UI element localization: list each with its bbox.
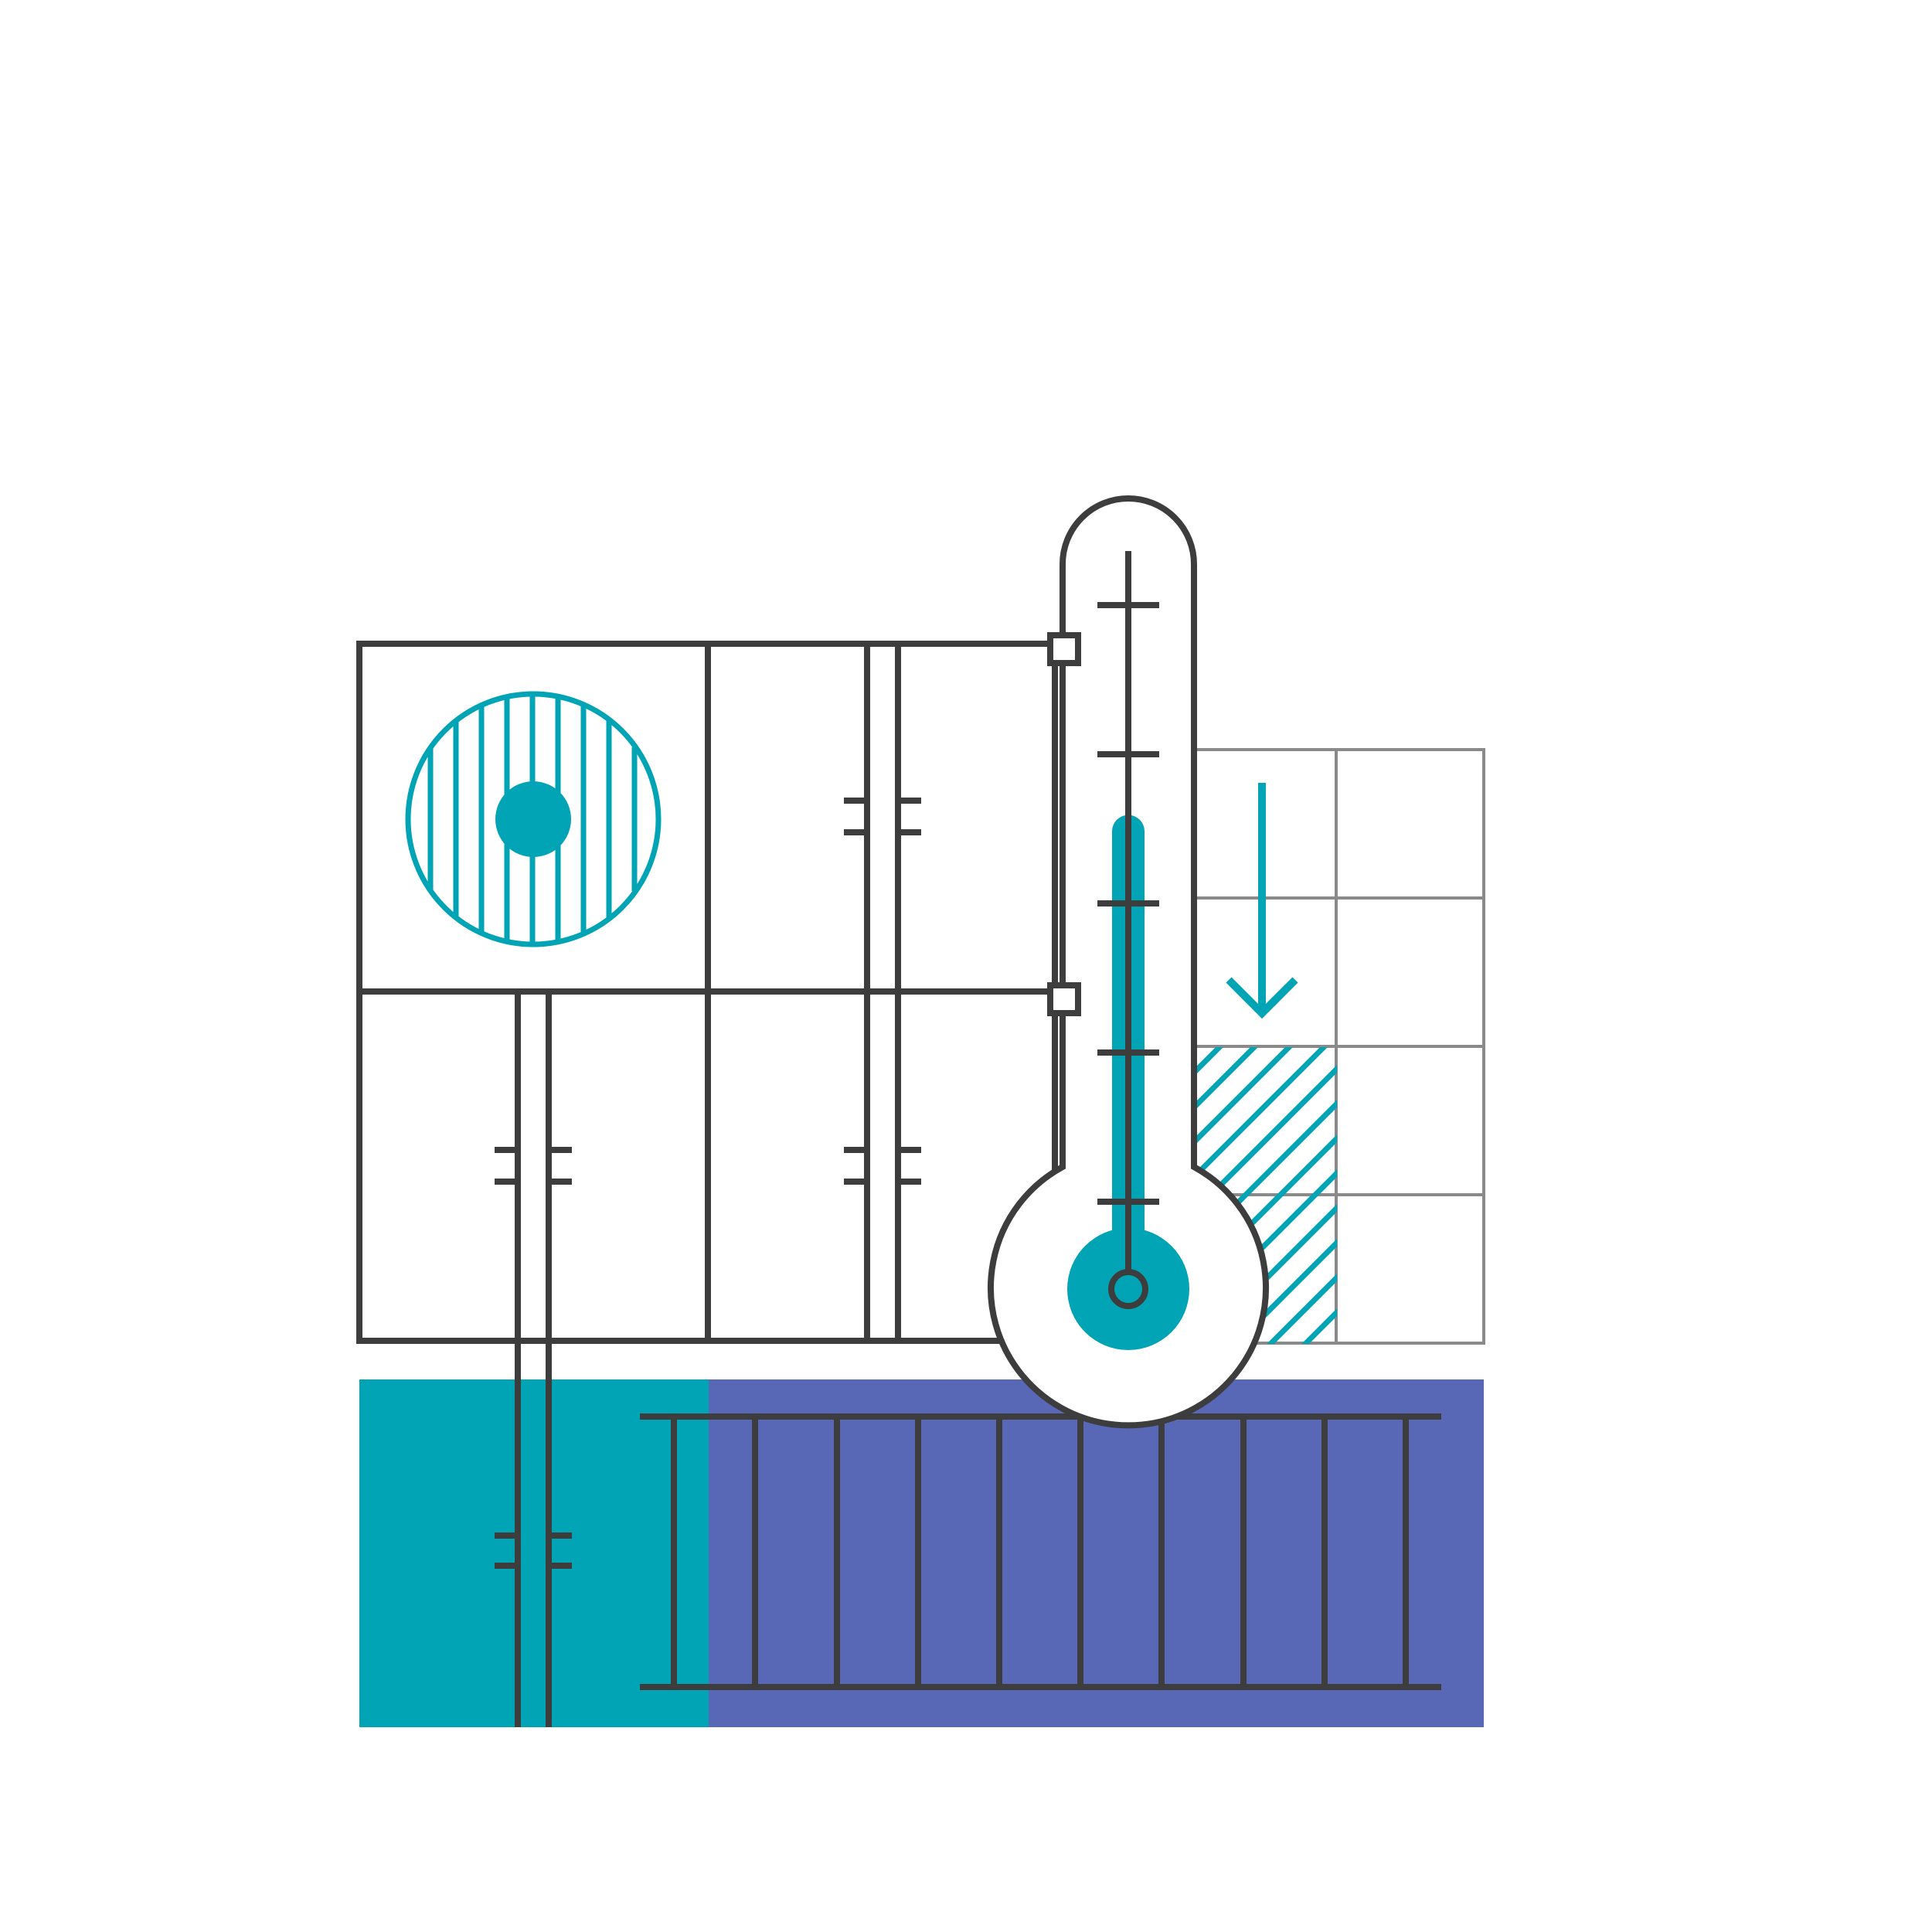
heater-radiator-icon: [640, 1413, 1441, 1690]
down-arrow-icon: [1226, 783, 1298, 1019]
thermometer-bracket-bottom: [1047, 982, 1081, 1016]
thermometer-icon: [988, 495, 1269, 1429]
fan-grille-icon: [405, 691, 662, 947]
teal-base-block: [359, 1379, 709, 1727]
cabinet: [356, 641, 1058, 1344]
indigo-base-block: [709, 1379, 1484, 1727]
cabinet-door-handle-icon: [495, 644, 921, 1727]
thermometer-bracket-top: [1047, 632, 1081, 666]
